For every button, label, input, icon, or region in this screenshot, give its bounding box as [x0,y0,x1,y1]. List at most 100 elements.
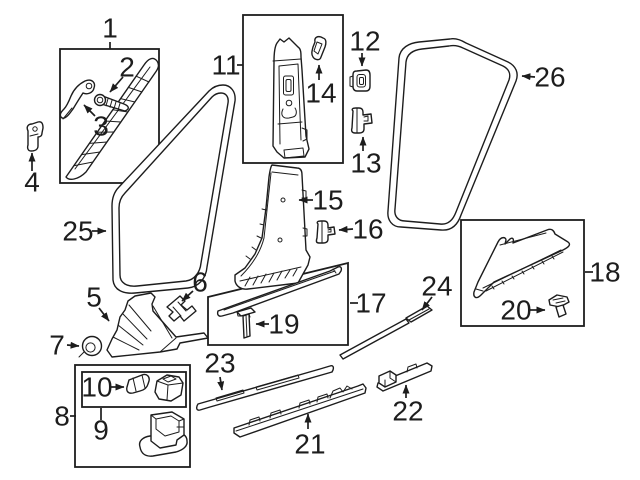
callout-6[interactable]: 6 [181,267,208,302]
trim-slot-outer [283,75,294,96]
callout-4[interactable]: 4 [24,152,40,198]
leader-arrow [421,296,433,311]
callout-number[interactable]: 22 [392,396,423,427]
clip-stem [555,304,567,318]
clip-body [311,35,327,61]
leader-arrow [98,307,110,322]
callout-2[interactable]: 2 [109,52,135,93]
housing-edges [150,414,185,428]
bulb-caps [132,374,146,392]
callout-number[interactable]: 1 [102,13,118,44]
callout-9[interactable]: 9 [93,408,109,446]
callouts: 1 2 3 4 5 6 7 8 [24,13,620,460]
callout-1[interactable]: 1 [102,13,118,50]
callout-number[interactable]: 23 [204,348,235,379]
leader-arrow [181,290,194,302]
trim-base-line [239,266,302,282]
clip-detail [552,297,566,304]
callout-19[interactable]: 19 [255,309,300,340]
part-10-bulb [126,373,150,394]
callout-5[interactable]: 5 [86,282,110,322]
part-24-sill-strip [339,305,433,360]
clip-slot-inner [359,77,364,85]
callout-16[interactable]: 16 [338,214,384,245]
callout-number[interactable]: 11 [211,50,240,81]
callout-11[interactable]: 11 [211,50,243,81]
callout-8[interactable]: 8 [54,401,76,432]
callout-20[interactable]: 20 [500,295,546,326]
callout-24[interactable]: 24 [421,271,453,311]
part-4-clip [26,121,44,152]
trim-inner-edge [240,172,272,277]
clip-face [313,41,323,55]
callout-number[interactable]: 7 [49,330,65,361]
clip-slot [29,133,39,137]
callout-number[interactable]: 3 [93,111,109,142]
callout-13[interactable]: 13 [350,136,382,179]
part-16-clip [315,220,336,244]
part-7-grommet [78,335,103,358]
plate-slots [215,374,300,402]
callout-17[interactable]: 17 [350,288,387,319]
callout-7[interactable]: 7 [49,330,80,361]
lamp-socket [154,374,184,402]
callout-number[interactable]: 4 [24,167,40,198]
callout-number[interactable]: 9 [93,415,109,446]
trim-base-hatching [244,268,298,287]
callout-number[interactable]: 24 [421,271,452,302]
callout-15[interactable]: 15 [298,185,344,216]
socket-edges [156,375,184,401]
trim-slot-inner [285,79,292,92]
rail-body [233,383,367,438]
clip-detail [356,107,369,134]
callout-number[interactable]: 10 [81,372,112,403]
callout-12[interactable]: 12 [349,26,381,67]
callout-number[interactable]: 21 [294,429,325,460]
callout-number[interactable]: 17 [355,288,386,319]
callout-number[interactable]: 2 [119,52,135,83]
clip-body [315,220,336,244]
callout-number[interactable]: 5 [86,282,102,313]
callout-number[interactable]: 26 [534,62,565,93]
leader-arrow [66,341,80,349]
grommet-outer [81,335,103,357]
callout-number[interactable]: 19 [268,309,299,340]
callout-10[interactable]: 10 [81,372,125,403]
callout-number[interactable]: 12 [349,26,380,57]
trim-tabs [283,127,308,159]
callout-14[interactable]: 14 [305,64,337,109]
callout-21[interactable]: 21 [294,413,326,460]
callout-26[interactable]: 26 [521,62,566,93]
callout-number[interactable]: 25 [62,216,93,247]
callout-number[interactable]: 18 [589,257,620,288]
callout-number[interactable]: 14 [305,78,336,109]
callout-number[interactable]: 20 [500,295,531,326]
trim-edge-lines [475,232,564,292]
grommet-tab [78,351,85,358]
rail-clip-bumps [248,393,329,426]
bulb-body [126,373,150,394]
panel-ridges [112,304,173,351]
callout-number[interactable]: 15 [312,185,343,216]
part-17-scuff-plate [216,266,343,317]
part-20-clip [548,294,570,318]
callout-18[interactable]: 18 [585,257,621,288]
callout-number[interactable]: 6 [192,267,208,298]
hook-eye [85,82,93,90]
callout-22[interactable]: 22 [392,384,424,427]
callout-3[interactable]: 3 [83,104,109,142]
bracket-detail [172,301,187,317]
callout-25[interactable]: 25 [62,216,107,247]
trim-outline [234,164,311,290]
part-3-hook-clip [59,79,96,120]
callout-number[interactable]: 16 [352,214,383,245]
clip-flange [349,75,354,88]
trim-outline [473,228,571,299]
callout-number[interactable]: 13 [350,148,381,179]
seal-inner [394,44,511,225]
part-21-sill-rail [233,383,367,438]
callout-23[interactable]: 23 [204,348,236,391]
trim-divider [277,121,303,125]
callout-number[interactable]: 8 [54,401,70,432]
